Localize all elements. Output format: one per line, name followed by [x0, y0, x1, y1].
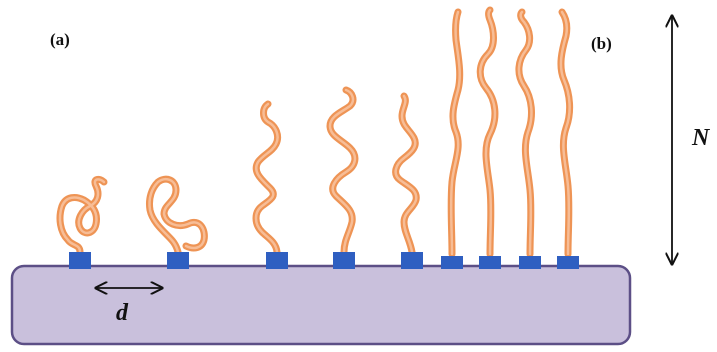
chain-highlight — [256, 104, 278, 252]
chain-highlight — [149, 179, 204, 252]
anchor-block — [167, 252, 189, 269]
chain-group-brush — [451, 10, 570, 254]
anchor-block — [557, 256, 579, 269]
chain-group-intermediate — [256, 90, 416, 252]
panel-label-a: (a) — [50, 30, 70, 50]
substrate — [12, 266, 630, 344]
anchor-block — [479, 256, 501, 269]
chain-group-mushroom — [60, 179, 204, 252]
anchor-block — [441, 256, 463, 269]
anchor-block — [401, 252, 423, 269]
anchor-block — [333, 252, 355, 269]
anchor-block — [266, 252, 288, 269]
height-label-n: N — [692, 125, 709, 152]
anchor-block — [69, 252, 91, 269]
anchor-block — [519, 256, 541, 269]
panel-label-b: (b) — [591, 34, 612, 54]
spacing-label-d: d — [116, 300, 128, 327]
